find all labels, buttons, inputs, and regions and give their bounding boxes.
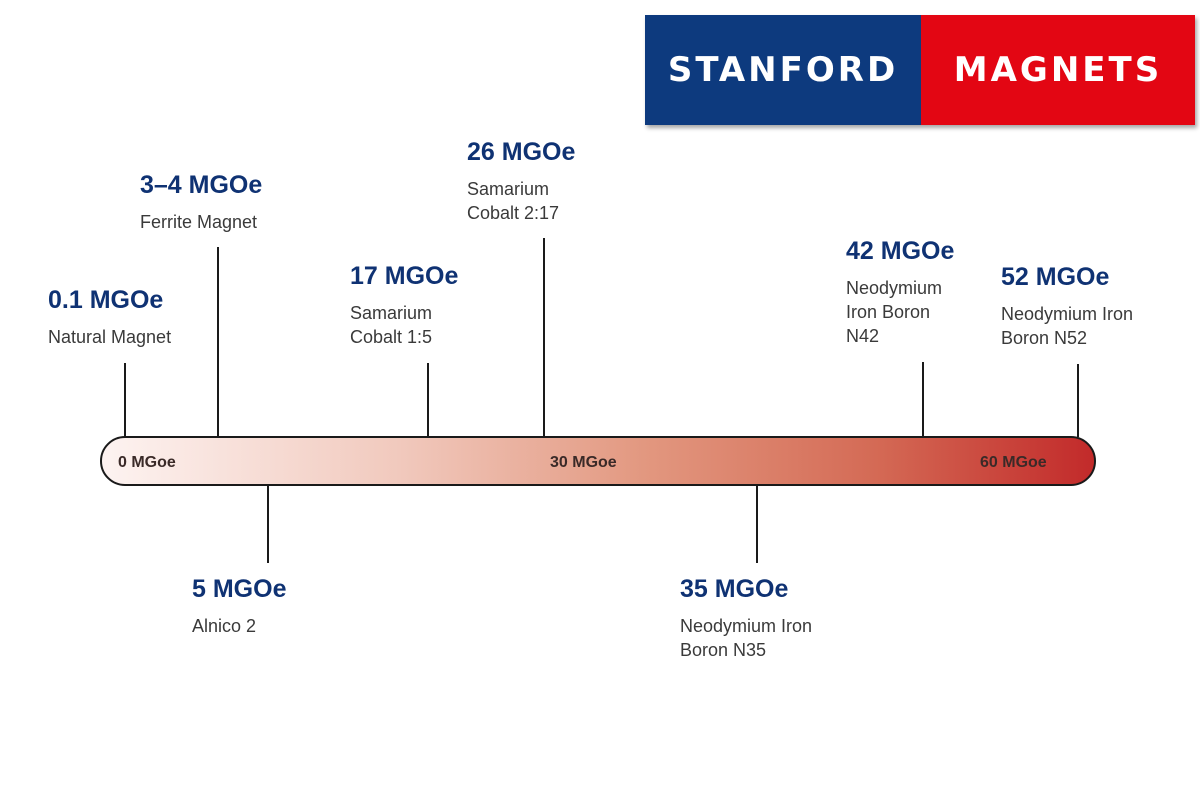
- marker-name-line: Cobalt 1:5: [350, 327, 433, 347]
- marker-name: Neodymium Iron Boron N35: [680, 614, 812, 662]
- marker-name-line: Alnico 2: [192, 616, 257, 636]
- marker-name-line: Neodymium: [846, 278, 943, 298]
- marker-value: 26 MGOe: [467, 138, 576, 166]
- marker-neodymium-n52: 52 MGOe Neodymium Iron Boron N52: [1001, 262, 1133, 350]
- marker-value: 35 MGOe: [680, 575, 789, 603]
- marker-name-line: Samarium: [467, 179, 550, 199]
- connector-samarium-cobalt-1-5: [427, 363, 429, 437]
- marker-natural-magnet: 0.1 MGOe Natural Magnet: [48, 285, 171, 349]
- marker-samarium-cobalt-1-5: 17 MGOe Samarium Cobalt 1:5: [350, 261, 458, 349]
- scale-tick-60: 60 MGoe: [980, 454, 1047, 471]
- marker-name: Neodymium Iron Boron N52: [1001, 302, 1133, 350]
- marker-neodymium-n42: 42 MGOe Neodymium Iron Boron N42: [846, 236, 954, 348]
- marker-name-line: N42: [846, 326, 880, 346]
- marker-name-line: Iron Boron: [846, 302, 931, 322]
- marker-value: 42 MGOe: [846, 237, 955, 265]
- marker-value: 3–4 MGOe: [140, 171, 263, 199]
- scale-tick-0: 0 MGoe: [118, 454, 176, 471]
- marker-name: Alnico 2: [192, 614, 286, 638]
- marker-value: 0.1 MGOe: [48, 286, 164, 314]
- connector-samarium-cobalt-2-17: [543, 238, 545, 437]
- connector-ferrite-magnet: [217, 247, 219, 437]
- marker-samarium-cobalt-2-17: 26 MGOe Samarium Cobalt 2:17: [467, 137, 575, 225]
- marker-name-line: Ferrite Magnet: [140, 212, 258, 232]
- marker-name-line: Neodymium Iron: [1001, 304, 1134, 324]
- logo-right-panel: MAGNETS: [921, 15, 1195, 125]
- marker-value: 17 MGOe: [350, 262, 459, 290]
- connector-neodymium-n42: [922, 362, 924, 437]
- energy-scale-bar: [100, 436, 1096, 486]
- marker-name-line: Natural Magnet: [48, 327, 172, 347]
- marker-name-line: Boron N35: [680, 640, 767, 660]
- marker-neodymium-n35: 35 MGOe Neodymium Iron Boron N35: [680, 574, 812, 662]
- marker-name-line: Samarium: [350, 303, 433, 323]
- marker-name-line: Neodymium Iron: [680, 616, 813, 636]
- connector-alnico-2: [267, 485, 269, 563]
- scale-tick-30: 30 MGoe: [550, 454, 617, 471]
- marker-name: Samarium Cobalt 2:17: [467, 177, 575, 225]
- connector-neodymium-n52: [1077, 364, 1079, 437]
- marker-name: Samarium Cobalt 1:5: [350, 301, 458, 349]
- marker-alnico-2: 5 MGOe Alnico 2: [192, 574, 286, 638]
- connector-natural-magnet: [124, 363, 126, 437]
- stanford-magnets-logo: STANFORD MAGNETS: [645, 15, 1195, 125]
- marker-name: Ferrite Magnet: [140, 210, 262, 234]
- marker-name: Natural Magnet: [48, 325, 171, 349]
- connector-neodymium-n35: [756, 485, 758, 563]
- marker-ferrite-magnet: 3–4 MGOe Ferrite Magnet: [140, 170, 262, 234]
- marker-value: 5 MGOe: [192, 575, 287, 603]
- marker-name: Neodymium Iron Boron N42: [846, 276, 954, 348]
- marker-name-line: Cobalt 2:17: [467, 203, 560, 223]
- marker-value: 52 MGOe: [1001, 263, 1110, 291]
- marker-name-line: Boron N52: [1001, 328, 1088, 348]
- logo-left-panel: STANFORD: [645, 15, 921, 125]
